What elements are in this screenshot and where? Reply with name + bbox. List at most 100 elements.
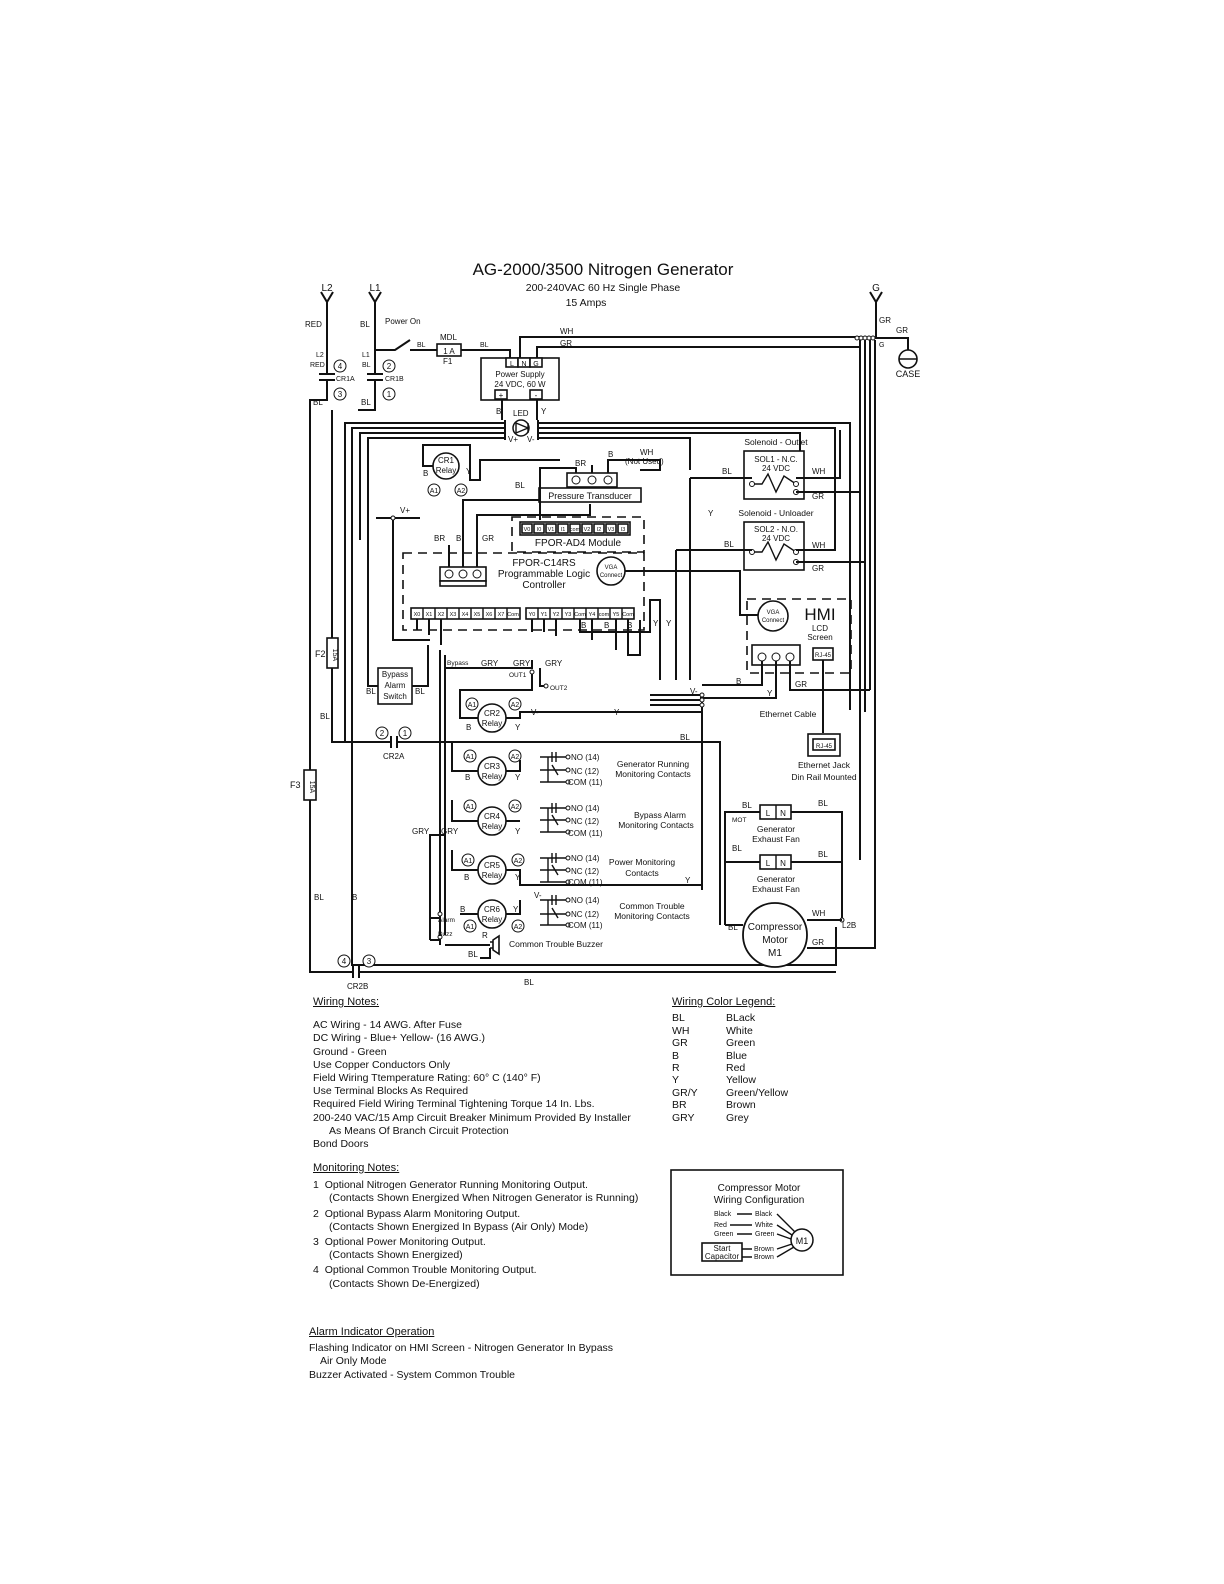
svg-text:(Not Used): (Not Used) bbox=[625, 457, 664, 466]
svg-text:Start: Start bbox=[714, 1244, 732, 1253]
diagram-subtitle-voltage: 200-240VAC 60 Hz Single Phase bbox=[526, 282, 681, 294]
wire-label-bl-switch: BL bbox=[417, 342, 426, 349]
alarm-indicator-heading: Alarm Indicator Operation bbox=[309, 1326, 435, 1338]
contact-cr2b: 4 3 CR2B bbox=[337, 954, 836, 991]
svg-text:Y: Y bbox=[515, 873, 521, 882]
wire-label-red-l2: RED bbox=[305, 320, 322, 329]
svg-text:2: 2 bbox=[380, 729, 385, 738]
svg-text:F2: F2 bbox=[315, 649, 326, 659]
svg-text:LED: LED bbox=[513, 409, 529, 418]
wiring-note: Use Copper Conductors Only bbox=[313, 1058, 451, 1071]
wire-label-bl-l1: BL bbox=[360, 320, 370, 329]
svg-text:I2: I2 bbox=[597, 527, 602, 533]
svg-text:FPOR-AD4 Module: FPOR-AD4 Module bbox=[535, 538, 622, 549]
relay-cr2: CR2 Relay A1 A2 B Y bbox=[465, 697, 522, 733]
svg-text:CR3: CR3 bbox=[484, 762, 501, 771]
svg-text:Red: Red bbox=[714, 1222, 727, 1229]
svg-text:Relay: Relay bbox=[482, 822, 502, 831]
svg-text:Alarm: Alarm bbox=[385, 681, 406, 690]
svg-text:B: B bbox=[464, 873, 469, 882]
wire-label-bl-buzzer: BL bbox=[468, 950, 478, 959]
svg-text:1: 1 bbox=[387, 390, 392, 399]
svg-text:CASE: CASE bbox=[896, 369, 921, 379]
wiring-note: Use Terminal Blocks As Required bbox=[313, 1085, 469, 1098]
wire-label-r-buzzer: R bbox=[482, 931, 488, 940]
plc-analog-terminal: BR B GR bbox=[434, 534, 494, 587]
svg-text:Din Rail Mounted: Din Rail Mounted bbox=[791, 772, 856, 782]
svg-text:LCD: LCD bbox=[812, 624, 828, 633]
svg-text:BL: BL bbox=[320, 712, 330, 721]
svg-text:Ethernet Jack: Ethernet Jack bbox=[798, 760, 851, 770]
svg-text:MOT: MOT bbox=[732, 817, 746, 824]
svg-text:V2: V2 bbox=[584, 527, 591, 533]
svg-text:WH: WH bbox=[812, 467, 826, 476]
svg-text:GR: GR bbox=[812, 938, 824, 947]
svg-text:A1: A1 bbox=[464, 858, 473, 865]
svg-text:Connect: Connect bbox=[762, 618, 785, 624]
svg-text:Com: Com bbox=[507, 612, 519, 618]
svg-text:BL: BL bbox=[732, 844, 742, 853]
ethernet-cable-label: Ethernet Cable bbox=[760, 709, 817, 719]
bypass-alarm-contacts: NO (14) NC (12) COM (11) Bypass Alarm Mo… bbox=[540, 803, 694, 838]
svg-text:A1: A1 bbox=[466, 924, 475, 931]
svg-text:Contacts: Contacts bbox=[625, 868, 659, 878]
legend-heading: Wiring Color Legend: bbox=[672, 996, 776, 1008]
wiring-note: Bond Doors bbox=[313, 1138, 369, 1151]
svg-text:V1: V1 bbox=[548, 527, 555, 533]
svg-text:SOL2 - N.O.: SOL2 - N.O. bbox=[754, 525, 798, 534]
svg-text:L2B: L2B bbox=[842, 921, 856, 930]
svg-text:Generator Running: Generator Running bbox=[617, 759, 690, 769]
common-trouble-contacts: V- NO (14) NC (12) COM (11) Common Troub… bbox=[534, 891, 690, 930]
svg-text:B: B bbox=[423, 469, 428, 478]
wiring-note: DC Wiring - Blue+ Yellow- (16 AWG.) bbox=[313, 1032, 486, 1045]
svg-text:GR: GR bbox=[812, 492, 824, 501]
svg-text:V+: V+ bbox=[508, 435, 518, 444]
relay-cr4: CR4 Relay A1 A2 GRY GRY Y bbox=[412, 799, 522, 836]
svg-text:BL: BL bbox=[415, 687, 425, 696]
wire-label-gr-case: GR bbox=[896, 326, 908, 335]
svg-text:Green: Green bbox=[755, 1231, 775, 1238]
wire-label-y-out1: Y bbox=[653, 619, 659, 628]
svg-text:L: L bbox=[510, 361, 514, 368]
svg-text:Y1: Y1 bbox=[541, 612, 548, 618]
ethernet-jack: RJ-45 Ethernet Jack Din Rail Mounted bbox=[791, 733, 857, 782]
svg-text:A2: A2 bbox=[457, 488, 466, 495]
svg-text:V3: V3 bbox=[608, 527, 615, 533]
wire-label-vplus-plc: V+ bbox=[400, 506, 410, 515]
bypass-label: Bypass bbox=[447, 660, 469, 667]
svg-text:com: com bbox=[599, 612, 610, 618]
svg-text:COM (11): COM (11) bbox=[568, 878, 603, 887]
svg-text:CR5: CR5 bbox=[484, 861, 501, 870]
svg-text:A2: A2 bbox=[511, 702, 520, 709]
wiring-notes-heading: Wiring Notes: bbox=[313, 996, 380, 1008]
svg-text:2: 2 bbox=[387, 362, 392, 371]
wiring-note: Field Wiring Ttemperature Rating: 60° C … bbox=[313, 1072, 541, 1085]
svg-text:NC (12): NC (12) bbox=[571, 817, 599, 826]
alarm-label: Alarm bbox=[438, 917, 455, 924]
svg-text:Brown: Brown bbox=[754, 1254, 774, 1261]
svg-text:BL: BL bbox=[742, 801, 752, 810]
svg-text:WH: WH bbox=[812, 541, 826, 550]
led-indicator: LED V+ V- bbox=[508, 409, 535, 444]
monitoring-note: 3 Optional Power Monitoring Output. (Con… bbox=[313, 1236, 486, 1262]
contact-cr1b: L1 BL 2 CR1B 1 BL bbox=[358, 350, 404, 411]
wire-label-b-com: B bbox=[604, 621, 609, 630]
svg-text:A2: A2 bbox=[511, 804, 520, 811]
svg-text:CR1: CR1 bbox=[438, 456, 455, 465]
svg-text:BL: BL bbox=[722, 467, 732, 476]
svg-text:Black: Black bbox=[755, 1211, 773, 1218]
wiring-note: AC Wiring - 14 AWG. After Fuse bbox=[313, 1019, 462, 1032]
l1-terminal: L1 bbox=[368, 283, 382, 350]
svg-text:Programmable Logic: Programmable Logic bbox=[498, 569, 590, 580]
svg-text:NC (12): NC (12) bbox=[571, 867, 599, 876]
contact-cr2a: 2 1 CR2A bbox=[375, 726, 721, 925]
svg-text:BL: BL bbox=[724, 540, 734, 549]
svg-text:CR4: CR4 bbox=[484, 812, 501, 821]
svg-text:BL: BL bbox=[818, 799, 828, 808]
svg-text:HMI: HMI bbox=[804, 605, 835, 624]
buzzer-icon: Common Trouble Buzzer bbox=[490, 934, 603, 956]
wire-label-y-cr2: Y bbox=[614, 708, 620, 717]
svg-text:Solenoid - Unloader: Solenoid - Unloader bbox=[738, 508, 813, 518]
